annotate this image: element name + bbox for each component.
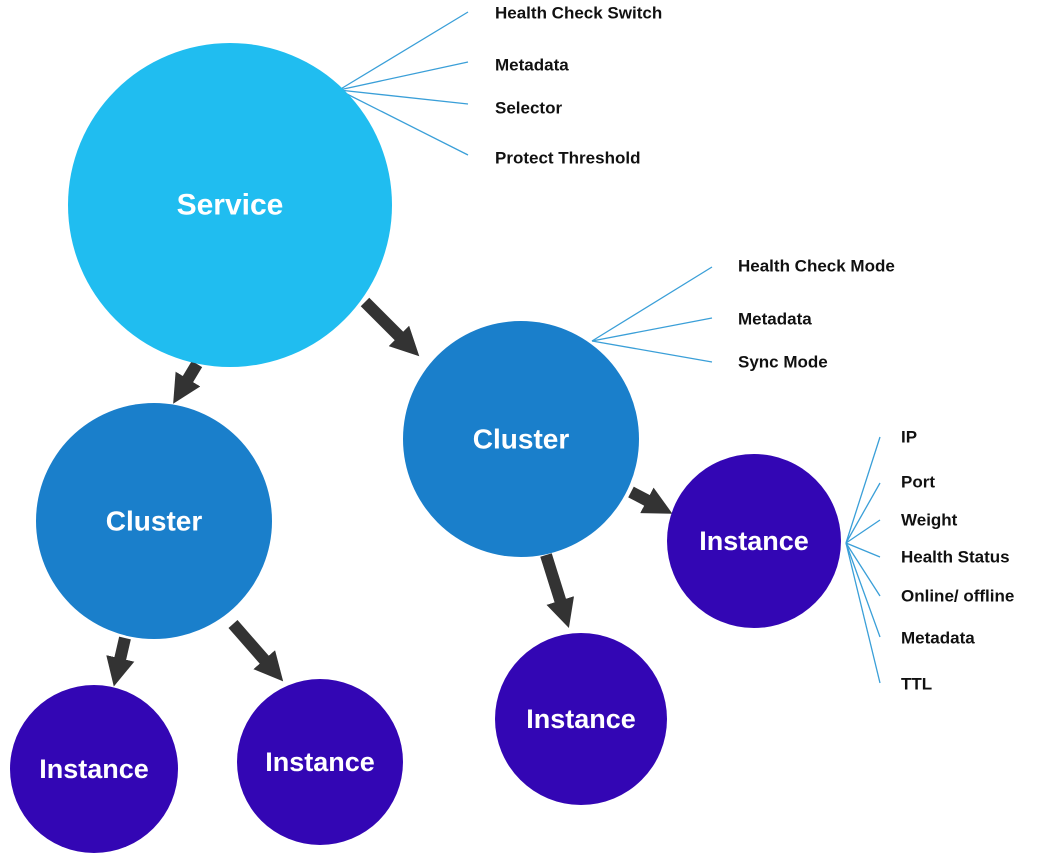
cluster-attr-metadata: Metadata xyxy=(738,310,812,329)
fan-line xyxy=(845,519,881,544)
instance-right-label: Instance xyxy=(699,526,809,556)
cluster-attributes: Health Check Mode Metadata Sync Mode xyxy=(738,257,895,372)
instance-bl2-node: Instance xyxy=(237,679,403,845)
instance-attr-weight: Weight xyxy=(901,511,958,530)
fan-line xyxy=(338,89,469,156)
cluster-left-circle xyxy=(36,403,272,639)
instance-attr-health-status: Health Status xyxy=(901,548,1010,567)
arrow-service-to-cluster-left xyxy=(173,360,203,404)
instance-bottom-circle xyxy=(495,633,667,805)
cluster-right-circle xyxy=(403,321,639,557)
arrow-cluster-left-to-instance-bl2 xyxy=(228,620,284,682)
arrow-cluster-right-to-instance-bottom xyxy=(540,553,575,628)
service-attr-health-check-switch: Health Check Switch xyxy=(495,4,662,23)
instance-attributes: IP Port Weight Health Status Online/ off… xyxy=(901,428,1014,694)
fan-line xyxy=(845,542,881,558)
fan-line xyxy=(338,11,469,91)
instance-right-node: Instance xyxy=(667,454,841,628)
fan-line xyxy=(338,61,469,91)
instance-bl1-circle xyxy=(10,685,178,853)
service-attributes: Health Check Switch Metadata Selector Pr… xyxy=(495,4,662,168)
cluster-right-label: Cluster xyxy=(473,424,570,455)
arrow-cluster-left-to-instance-bl1 xyxy=(106,636,135,687)
instance-attr-ip: IP xyxy=(901,428,917,447)
fan-line xyxy=(845,542,881,684)
instance-bl2-label: Instance xyxy=(265,747,375,777)
service-attr-selector: Selector xyxy=(495,99,562,118)
instance-bl1-label: Instance xyxy=(39,754,149,784)
fan-line xyxy=(845,542,881,638)
service-node: Service xyxy=(68,43,392,367)
fan-line xyxy=(845,436,881,544)
instance-attr-port: Port xyxy=(901,473,935,492)
fan-line xyxy=(845,542,881,597)
instance-right-circle xyxy=(667,454,841,628)
fan-line xyxy=(338,89,469,105)
fan-line xyxy=(591,266,713,342)
fan-line xyxy=(845,482,881,544)
fan-line xyxy=(591,317,713,342)
cluster-left-label: Cluster xyxy=(106,506,203,537)
service-attr-protect-threshold: Protect Threshold xyxy=(495,149,640,168)
cluster-attribute-lines xyxy=(591,266,713,363)
instance-bottom-label: Instance xyxy=(526,704,636,734)
instance-bottom-node: Instance xyxy=(495,633,667,805)
instance-attr-ttl: TTL xyxy=(901,675,932,694)
fan-line xyxy=(591,340,713,363)
arrow-cluster-right-to-instance-right xyxy=(628,486,673,514)
service-circle xyxy=(68,43,392,367)
instance-attr-online-offline: Online/ offline xyxy=(901,587,1014,606)
service-label: Service xyxy=(177,189,284,222)
instance-attribute-lines xyxy=(845,436,881,684)
service-attr-metadata: Metadata xyxy=(495,56,569,75)
cluster-right-node: Cluster xyxy=(403,321,639,557)
cluster-left-node: Cluster xyxy=(36,403,272,639)
instance-bl1-node: Instance xyxy=(10,685,178,853)
instance-bl2-circle xyxy=(237,679,403,845)
service-attribute-lines xyxy=(338,11,469,156)
arrow-service-to-cluster-right xyxy=(360,297,420,357)
cluster-attr-health-check-mode: Health Check Mode xyxy=(738,257,895,276)
instance-attr-metadata: Metadata xyxy=(901,629,975,648)
cluster-attr-sync-mode: Sync Mode xyxy=(738,353,828,372)
arrows xyxy=(106,297,673,687)
